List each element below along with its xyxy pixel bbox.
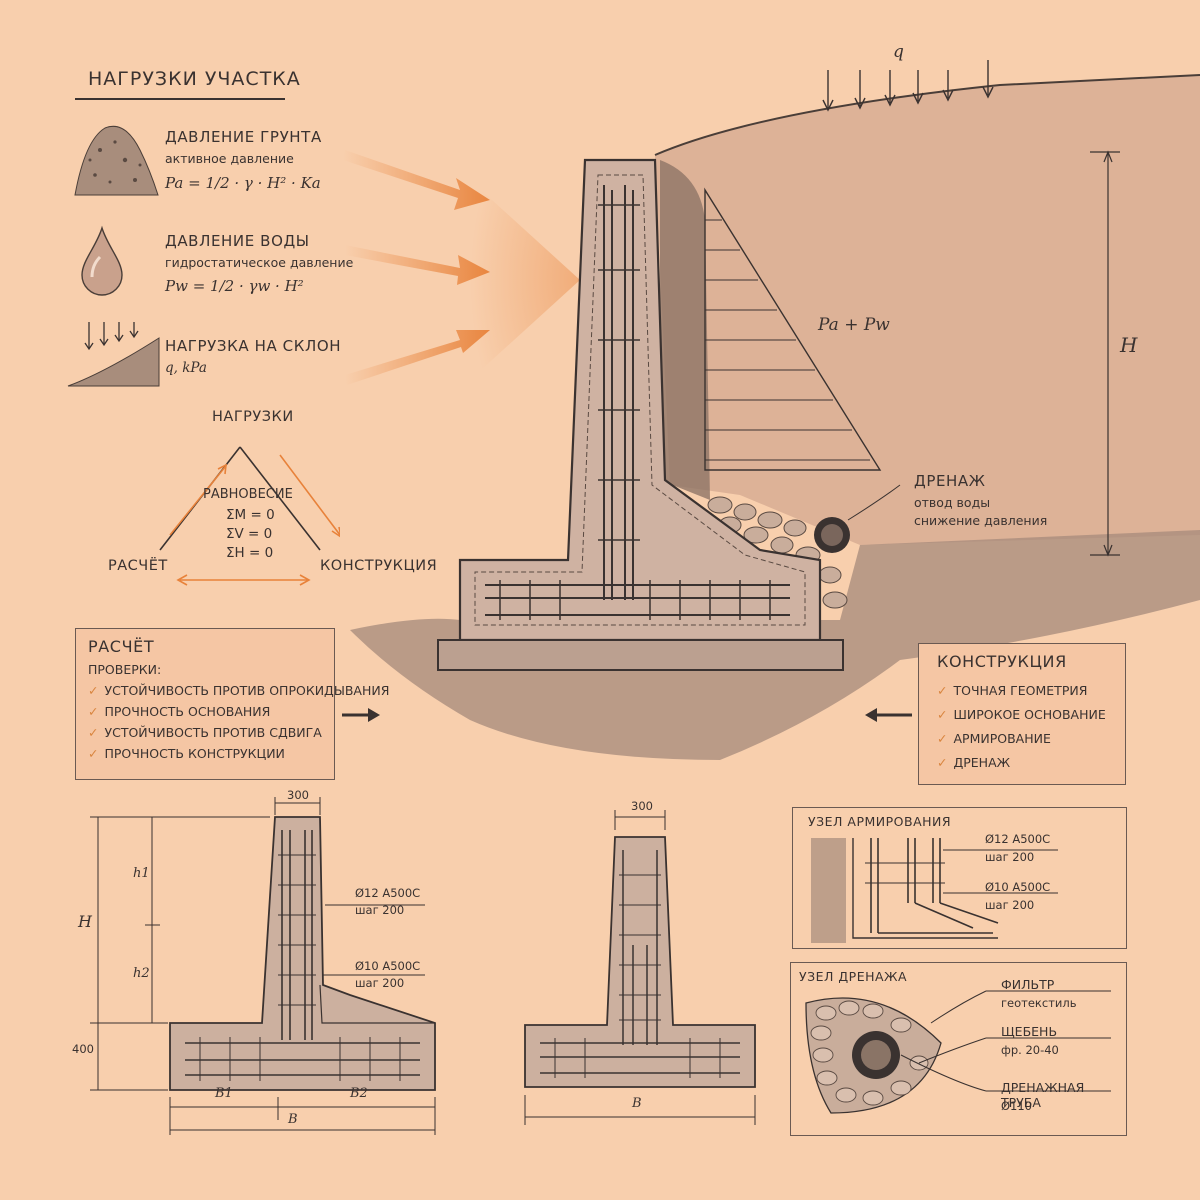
equation-moment: ΣM = 0 <box>226 507 275 523</box>
equation-horizontal: ΣH = 0 <box>226 545 274 561</box>
section1-H-label: H <box>78 912 92 931</box>
title-underline <box>75 98 285 100</box>
rebar-detail-box: УЗЕЛ АРМИРОВАНИЯ Ø12 А500С шаг 200 Ø10 А… <box>792 807 1127 949</box>
footing-pad <box>437 639 844 671</box>
calculation-box-subtitle: ПРОВЕРКИ: <box>88 662 162 677</box>
triangle-top-label: НАГРУЗКИ <box>212 409 294 425</box>
section1-rebar1-label: Ø12 А500С <box>355 886 421 900</box>
slope-load-sub: q, kPa <box>165 360 207 376</box>
wall-height-label: H <box>1120 333 1138 357</box>
triangle-left-label: РАСЧЁТ <box>108 558 168 574</box>
rebar-detail-step-1: шаг 200 <box>985 850 1035 864</box>
water-pressure-sub: гидростатическое давление <box>165 255 354 270</box>
section-2-drawing <box>524 810 756 1125</box>
section1-rebar1-step: шаг 200 <box>355 903 405 917</box>
surface-load-arrows <box>822 60 994 112</box>
checkmark-icon: ✓ <box>937 755 948 770</box>
backfill-soil <box>655 75 1200 545</box>
soil-pressure-sub: активное давление <box>165 151 294 166</box>
load-arrows <box>343 150 490 385</box>
drainage-detail-title: УЗЕЛ ДРЕНАЖА <box>799 969 908 984</box>
drainage-detail-drawing <box>805 990 1111 1114</box>
section1-B2-label: B2 <box>350 1086 368 1101</box>
gravel-sub: фр. 20-40 <box>1001 1043 1059 1057</box>
pipe-sub: Ø110 <box>1001 1099 1033 1113</box>
check-item: ✓ПРОЧНОСТЬ ОСНОВАНИЯ <box>88 704 271 719</box>
check-item: ✓АРМИРОВАНИЕ <box>937 731 1051 746</box>
rebar-detail-step-2: шаг 200 <box>985 898 1035 912</box>
construction-box-title: КОНСТРУКЦИЯ <box>937 652 1067 671</box>
checkmark-icon: ✓ <box>937 731 948 746</box>
checkmark-icon: ✓ <box>88 683 99 698</box>
section-1-drawing <box>90 797 436 1135</box>
soil-pressure-formula: Pa = 1/2 · γ · H² · Ka <box>165 174 321 192</box>
soil-icon <box>74 125 159 196</box>
check-item: ✓ШИРОКОЕ ОСНОВАНИЕ <box>937 707 1106 722</box>
box-arrows <box>342 708 912 722</box>
checkmark-icon: ✓ <box>937 707 948 722</box>
slope-load-heading: НАГРУЗКА НА СКЛОН <box>165 337 342 355</box>
section1-h1-label: h1 <box>133 866 150 881</box>
checkmark-icon: ✓ <box>88 704 99 719</box>
rebar-detail-label-1: Ø12 А500С <box>985 832 1051 846</box>
drainage-line-1: отвод воды <box>914 495 991 510</box>
pipe-label: ДРЕНАЖНАЯ ТРУБА <box>1001 1080 1085 1110</box>
height-dimension <box>1090 150 1120 557</box>
rebar-detail-label-2: Ø10 А500С <box>985 880 1051 894</box>
calculation-box-title: РАСЧЁТ <box>88 637 155 656</box>
checkmark-icon: ✓ <box>937 683 948 698</box>
surface-load-label: q <box>893 42 904 62</box>
section1-top-dim: 300 <box>287 788 309 802</box>
construction-box: КОНСТРУКЦИЯ ✓ТОЧНАЯ ГЕОМЕТРИЯ ✓ШИРОКОЕ О… <box>918 643 1126 785</box>
wall-shadow <box>660 160 710 500</box>
retaining-wall <box>458 158 822 642</box>
section1-B-label: B <box>288 1112 298 1127</box>
soil-pressure-heading: ДАВЛЕНИЕ ГРУНТА <box>165 128 322 146</box>
section1-base-dim: 400 <box>72 1042 94 1056</box>
main-wall-drawing <box>342 60 1200 760</box>
check-item: ✓УСТОЙЧИВОСТЬ ПРОТИВ ОПРОКИДЫВАНИЯ <box>88 683 390 698</box>
section1-h2-label: h2 <box>133 966 150 981</box>
filter-label: ФИЛЬТР <box>1001 977 1055 992</box>
check-item: ✓ПРОЧНОСТЬ КОНСТРУКЦИИ <box>88 746 285 761</box>
drainage-line-2: снижение давления <box>914 513 1048 528</box>
triangle-right-label: КОНСТРУКЦИЯ <box>320 558 438 574</box>
combined-pressure-label: Pa + Pw <box>818 315 890 335</box>
section2-B-label: B <box>632 1096 642 1111</box>
section1-rebar2-step: шаг 200 <box>355 976 405 990</box>
pressure-diagram <box>704 187 882 471</box>
checkmark-icon: ✓ <box>88 746 99 761</box>
ground-surface <box>654 74 1200 156</box>
water-drop-icon <box>81 225 123 296</box>
equation-vertical: ΣV = 0 <box>226 526 273 542</box>
checkmark-icon: ✓ <box>88 725 99 740</box>
drainage-detail-box: УЗЕЛ ДРЕНАЖА ФИЛЬТР геотекстиль ЩЕБЕНЬ ф… <box>790 962 1127 1136</box>
water-pressure-heading: ДАВЛЕНИЕ ВОДЫ <box>165 232 310 250</box>
check-item: ✓ТОЧНАЯ ГЕОМЕТРИЯ <box>937 683 1088 698</box>
calculation-box: РАСЧЁТ ПРОВЕРКИ: ✓УСТОЙЧИВОСТЬ ПРОТИВ ОП… <box>75 628 390 780</box>
slope-load-icon <box>67 322 160 387</box>
section2-top-dim: 300 <box>631 799 653 813</box>
balance-triangle <box>159 446 340 586</box>
check-item: ✓ДРЕНАЖ <box>937 755 1011 770</box>
rebar-detail-title: УЗЕЛ АРМИРОВАНИЯ <box>805 814 955 829</box>
triangle-center-title: РАВНОВЕСИЕ <box>203 487 293 502</box>
drainage-title: ДРЕНАЖ <box>914 472 986 490</box>
check-item: ✓УСТОЙЧИВОСТЬ ПРОТИВ СДВИГА <box>88 725 322 740</box>
section1-B1-label: B1 <box>215 1086 233 1101</box>
page-title: НАГРУЗКИ УЧАСТКА <box>88 68 301 90</box>
filter-sub: геотекстиль <box>1001 996 1077 1010</box>
gravel-label: ЩЕБЕНЬ <box>1001 1024 1058 1039</box>
section1-rebar2-label: Ø10 А500С <box>355 959 421 973</box>
rebar-detail-drawing <box>811 838 1058 943</box>
water-pressure-formula: Pw = 1/2 · γw · H² <box>165 277 304 295</box>
wall-rebar <box>485 185 790 616</box>
